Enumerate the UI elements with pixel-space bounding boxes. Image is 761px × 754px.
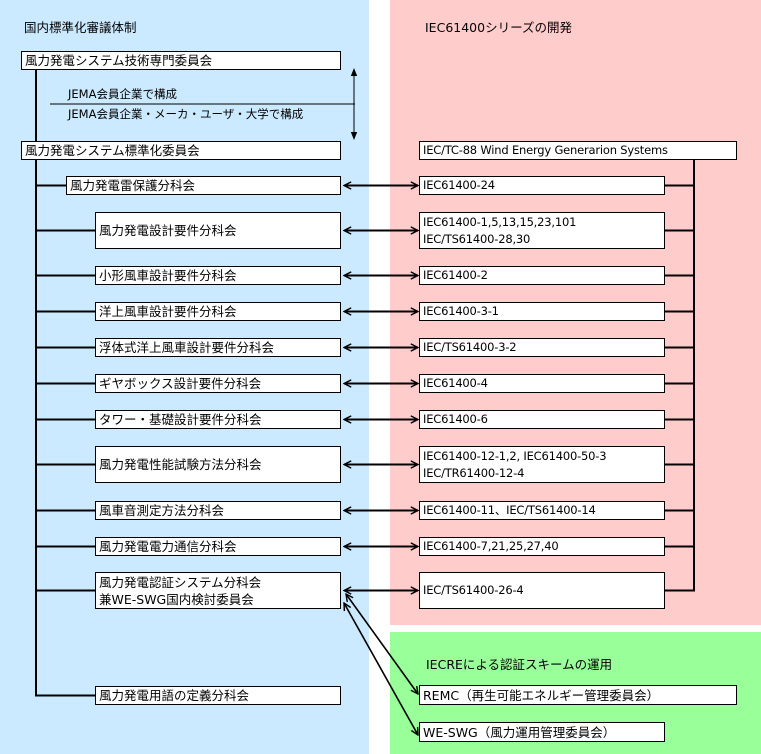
iecre-body-remc[interactable]: REMC（再生可能エネルギー管理委員会） (419, 685, 737, 705)
iec-standard-box-line: IEC/TS61400-3-2 (423, 340, 517, 354)
iecre-arrow-we-swg (344, 603, 418, 735)
iec-standard-box[interactable]: IEC61400-4 (419, 374, 665, 393)
subcommittee-box[interactable]: 風力発電用語の定義分科会 (95, 686, 341, 705)
iec-tc88-label: IEC/TC-88 Wind Energy Generarion Systems (423, 143, 668, 157)
subcommittee-box-line: 浮体式洋上風車設計要件分科会 (99, 340, 275, 355)
subcommittee-box-line: 風力発電電力通信分科会 (99, 539, 237, 554)
iec-standard-box-line: IEC61400-2 (423, 268, 488, 282)
standard-committee-label: 風力発電システム標準化委員会 (25, 143, 200, 158)
iec-standard-box[interactable]: IEC61400-24 (419, 176, 665, 195)
subcommittee-box[interactable]: 風力発電性能試験方法分科会 (95, 446, 341, 483)
iec-standard-box[interactable]: IEC61400-7,21,25,27,40 (419, 537, 665, 556)
subcommittee-box-line: ギヤボックス設計要件分科会 (99, 376, 262, 391)
iecre-title: IECREによる認証スキームの運用 (426, 657, 613, 672)
subcommittee-box[interactable]: 洋上風車設計要件分科会 (95, 302, 341, 321)
subcommittee-box-line: 小形風車設計要件分科会 (99, 268, 237, 283)
subcommittee-box-line: 風力発電認証システム分科会 (99, 574, 262, 590)
iecre-body-label: REMC（再生可能エネルギー管理委員会） (423, 687, 660, 703)
iec-standard-box-line: IEC/TS61400-26-4 (423, 583, 524, 597)
member-note-1: JEMA会員企業で構成 (68, 87, 177, 101)
top-committee-box[interactable]: 風力発電システム技術専門委員会 (21, 51, 341, 70)
subcommittee-box-line: 風力発電用語の定義分科会 (99, 688, 250, 703)
iec-standard-box[interactable]: IEC/TS61400-3-2 (419, 338, 665, 357)
iec-standard-box[interactable]: IEC61400-3-1 (419, 302, 665, 321)
subcommittee-box-line: 風車音測定方法分科会 (99, 503, 225, 518)
subcommittee-box[interactable]: 風車音測定方法分科会 (95, 501, 341, 520)
subcommittee-box[interactable]: 風力発電認証システム分科会兼WE-SWG国内検討委員会 (95, 572, 341, 609)
iec-tc88-box[interactable]: IEC/TC-88 Wind Energy Generarion Systems (419, 141, 737, 160)
iec-standard-box[interactable]: IEC61400-2 (419, 266, 665, 285)
iec-standard-box-line: IEC/TR61400-12-4 (423, 465, 525, 480)
iec-standard-box[interactable]: IEC/TS61400-26-4 (419, 572, 665, 609)
domestic-title: 国内標準化審議体制 (24, 20, 137, 35)
subcommittee-box[interactable]: 風力発電雷保護分科会 (66, 176, 341, 195)
iecre-body-we-swg[interactable]: WE-SWG（風力運用管理委員会） (419, 722, 665, 742)
iec-standard-box-line: IEC61400-11、IEC/TS61400-14 (423, 503, 596, 517)
member-note-2: JEMA会員企業・メーカ・ユーザ・大学で構成 (68, 107, 304, 121)
iec-standard-box-line: IEC61400-6 (423, 412, 488, 426)
iec-standard-box-line: IEC61400-1,5,13,15,23,101 (423, 214, 577, 229)
subcommittee-box[interactable]: 浮体式洋上風車設計要件分科会 (95, 338, 341, 357)
subcommittee-box-line: 洋上風車設計要件分科会 (99, 304, 237, 319)
iec-standard-box[interactable]: IEC61400-6 (419, 410, 665, 429)
iec-standard-box-line: IEC61400-4 (423, 376, 488, 390)
subcommittee-box-line: 風力発電雷保護分科会 (70, 178, 196, 193)
iecre-body-label: WE-SWG（風力運用管理委員会） (423, 724, 616, 740)
subcommittee-box[interactable]: タワー・基礎設計要件分科会 (95, 410, 341, 429)
iec-title: IEC61400シリーズの開発 (425, 20, 572, 35)
subcommittee-box[interactable]: 小形風車設計要件分科会 (95, 266, 341, 285)
standard-committee-box[interactable]: 風力発電システム標準化委員会 (21, 141, 341, 160)
iec-standard-box-line: IEC61400-24 (423, 178, 495, 192)
subcommittee-box[interactable]: 風力発電設計要件分科会 (95, 212, 341, 249)
subcommittee-box-line: 兼WE-SWG国内検討委員会 (99, 591, 254, 607)
subcommittee-box[interactable]: 風力発電電力通信分科会 (95, 537, 341, 556)
iec-standard-box-line: IEC61400-7,21,25,27,40 (423, 539, 559, 553)
iecre-arrow-remc (346, 594, 418, 694)
iec-standard-box-line: IEC61400-3-1 (423, 304, 499, 318)
subcommittee-box-line: 風力発電設計要件分科会 (99, 223, 237, 238)
subcommittee-box-line: 風力発電性能試験方法分科会 (99, 457, 262, 472)
top-committee-label: 風力発電システム技術専門委員会 (25, 53, 213, 68)
subcommittee-box[interactable]: ギヤボックス設計要件分科会 (95, 374, 341, 393)
iec-standard-box[interactable]: IEC61400-11、IEC/TS61400-14 (419, 501, 665, 520)
subcommittee-box-line: タワー・基礎設計要件分科会 (99, 412, 262, 427)
iec-standard-box-line: IEC61400-12-1,2, IEC61400-50-3 (423, 448, 607, 463)
iec-standard-box-line: IEC/TS61400-28,30 (423, 231, 531, 246)
